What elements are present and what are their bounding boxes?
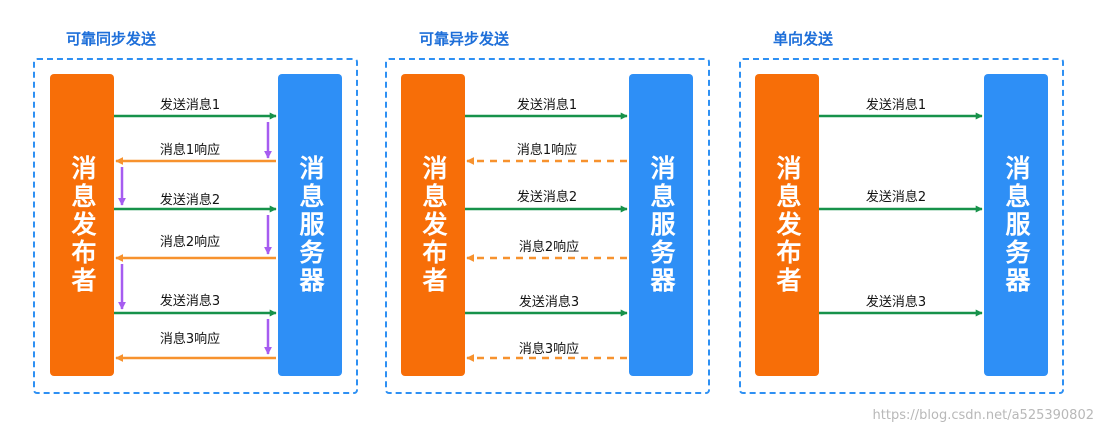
label-resp-1-sync: 消息1响应 <box>159 143 221 158</box>
publisher-box-async: 消息发布者 <box>401 74 465 376</box>
label-send-1-async: 发送消息1 <box>516 98 578 113</box>
server-box-sync: 消息服务器 <box>278 74 342 376</box>
publisher-box-oneway: 消息发布者 <box>755 74 819 376</box>
label-send-3-sync: 发送消息3 <box>159 294 221 309</box>
label-resp-2-async: 消息2响应 <box>518 240 580 255</box>
server-box-oneway: 消息服务器 <box>984 74 1048 376</box>
label-send-3-oneway: 发送消息3 <box>865 295 927 310</box>
label-send-2-async: 发送消息2 <box>516 190 578 205</box>
label-send-2-oneway: 发送消息2 <box>865 190 927 205</box>
label-resp-3-sync: 消息3响应 <box>159 332 221 347</box>
panel-frame-oneway <box>739 58 1064 394</box>
panel-title-async: 可靠异步发送 <box>419 30 510 48</box>
label-send-2-sync: 发送消息2 <box>159 193 221 208</box>
server-box-async: 消息服务器 <box>629 74 693 376</box>
label-resp-3-async: 消息3响应 <box>518 342 580 357</box>
panel-title-oneway: 单向发送 <box>773 30 834 48</box>
label-send-1-sync: 发送消息1 <box>159 98 221 113</box>
panel-frame-sync <box>33 58 358 394</box>
label-send-1-oneway: 发送消息1 <box>865 98 927 113</box>
label-send-3-async: 发送消息3 <box>518 295 580 310</box>
panel-frame-async <box>385 58 710 394</box>
panel-title-sync: 可靠同步发送 <box>66 30 157 48</box>
watermark: https://blog.csdn.net/a525390802 <box>872 408 1094 423</box>
label-resp-2-sync: 消息2响应 <box>159 235 221 250</box>
label-resp-1-async: 消息1响应 <box>516 143 578 158</box>
publisher-box-sync: 消息发布者 <box>50 74 114 376</box>
